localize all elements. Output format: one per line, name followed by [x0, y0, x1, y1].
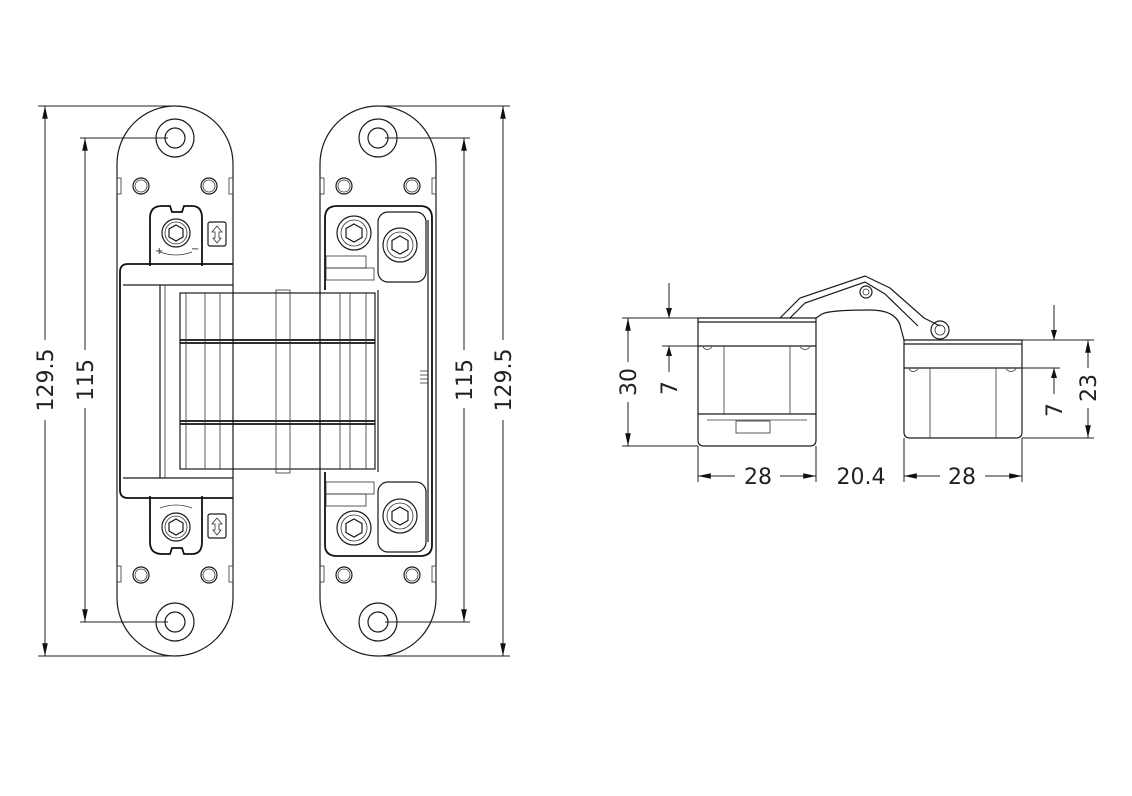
dimension-side-right-offset: 7 — [1022, 305, 1068, 417]
hinge-linkage — [179, 289, 379, 474]
plus-symbol: + — [155, 246, 163, 257]
dim-hole-spacing-right: 115 — [453, 359, 478, 401]
dim-overall-height-right: 129.5 — [492, 349, 517, 412]
dimension-side-right-height: 23 — [1022, 339, 1102, 439]
minus-symbol: − — [191, 244, 199, 255]
dimension-side-left-height: 30 — [617, 317, 698, 447]
dim-left-block-width: 28 — [744, 465, 772, 490]
dim-right-block-width: 28 — [948, 465, 976, 490]
dim-side-right-height: 23 — [1077, 374, 1102, 402]
dim-side-left-offset: 7 — [658, 381, 683, 395]
dimension-side-widths: 28 20.4 28 — [697, 438, 1023, 490]
dim-side-left-height: 30 — [617, 368, 642, 396]
left-hinge-plate: + − — [116, 105, 234, 657]
dimension-right-hole-spacing: 115 — [385, 137, 478, 623]
dimension-side-left-offset: 7 — [658, 283, 698, 395]
dim-overall-height-left: 129.5 — [34, 349, 59, 412]
dimension-left-hole-spacing: 115 — [74, 137, 168, 623]
dimension-right-overall: 129.5 — [378, 105, 517, 657]
dim-side-right-offset: 7 — [1043, 403, 1068, 417]
dim-hole-spacing-left: 115 — [74, 359, 99, 401]
dimension-left-overall: 129.5 — [34, 105, 175, 657]
dim-gap-width: 20.4 — [837, 465, 886, 490]
side-view-hinge — [697, 275, 1023, 447]
